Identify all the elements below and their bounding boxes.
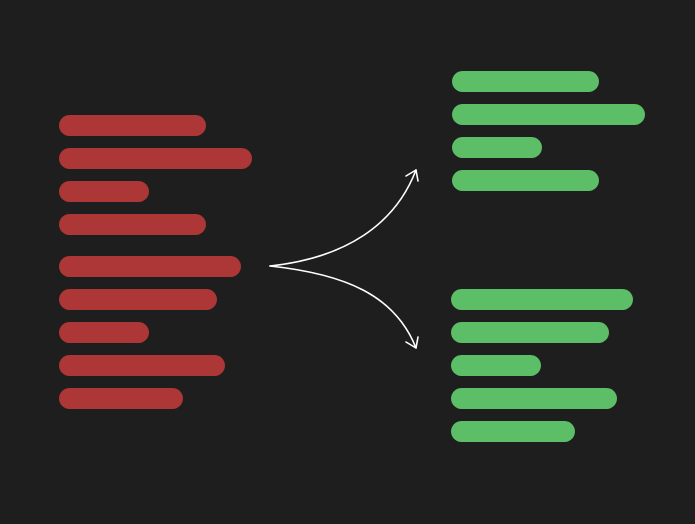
output-bar <box>452 71 599 92</box>
arrow-to-top-output <box>269 169 417 267</box>
source-bar <box>59 148 252 169</box>
source-bar <box>59 289 217 310</box>
output-bar <box>452 137 542 158</box>
output-bar <box>451 289 633 310</box>
output-bar <box>451 421 575 442</box>
source-bar <box>59 322 149 343</box>
arrowhead-bottom-icon <box>405 336 419 349</box>
output-bar <box>451 322 609 343</box>
output-bar <box>452 170 599 191</box>
output-bar <box>451 388 617 409</box>
source-bar <box>59 214 206 235</box>
arrowhead-top-icon <box>405 169 419 182</box>
arrow-to-bottom-output <box>269 265 417 349</box>
source-bar <box>59 115 206 136</box>
output-bar <box>452 104 645 125</box>
output-bar <box>451 355 541 376</box>
source-bar <box>59 181 149 202</box>
source-bar <box>59 355 225 376</box>
source-bar <box>59 388 183 409</box>
source-bar <box>59 256 241 277</box>
